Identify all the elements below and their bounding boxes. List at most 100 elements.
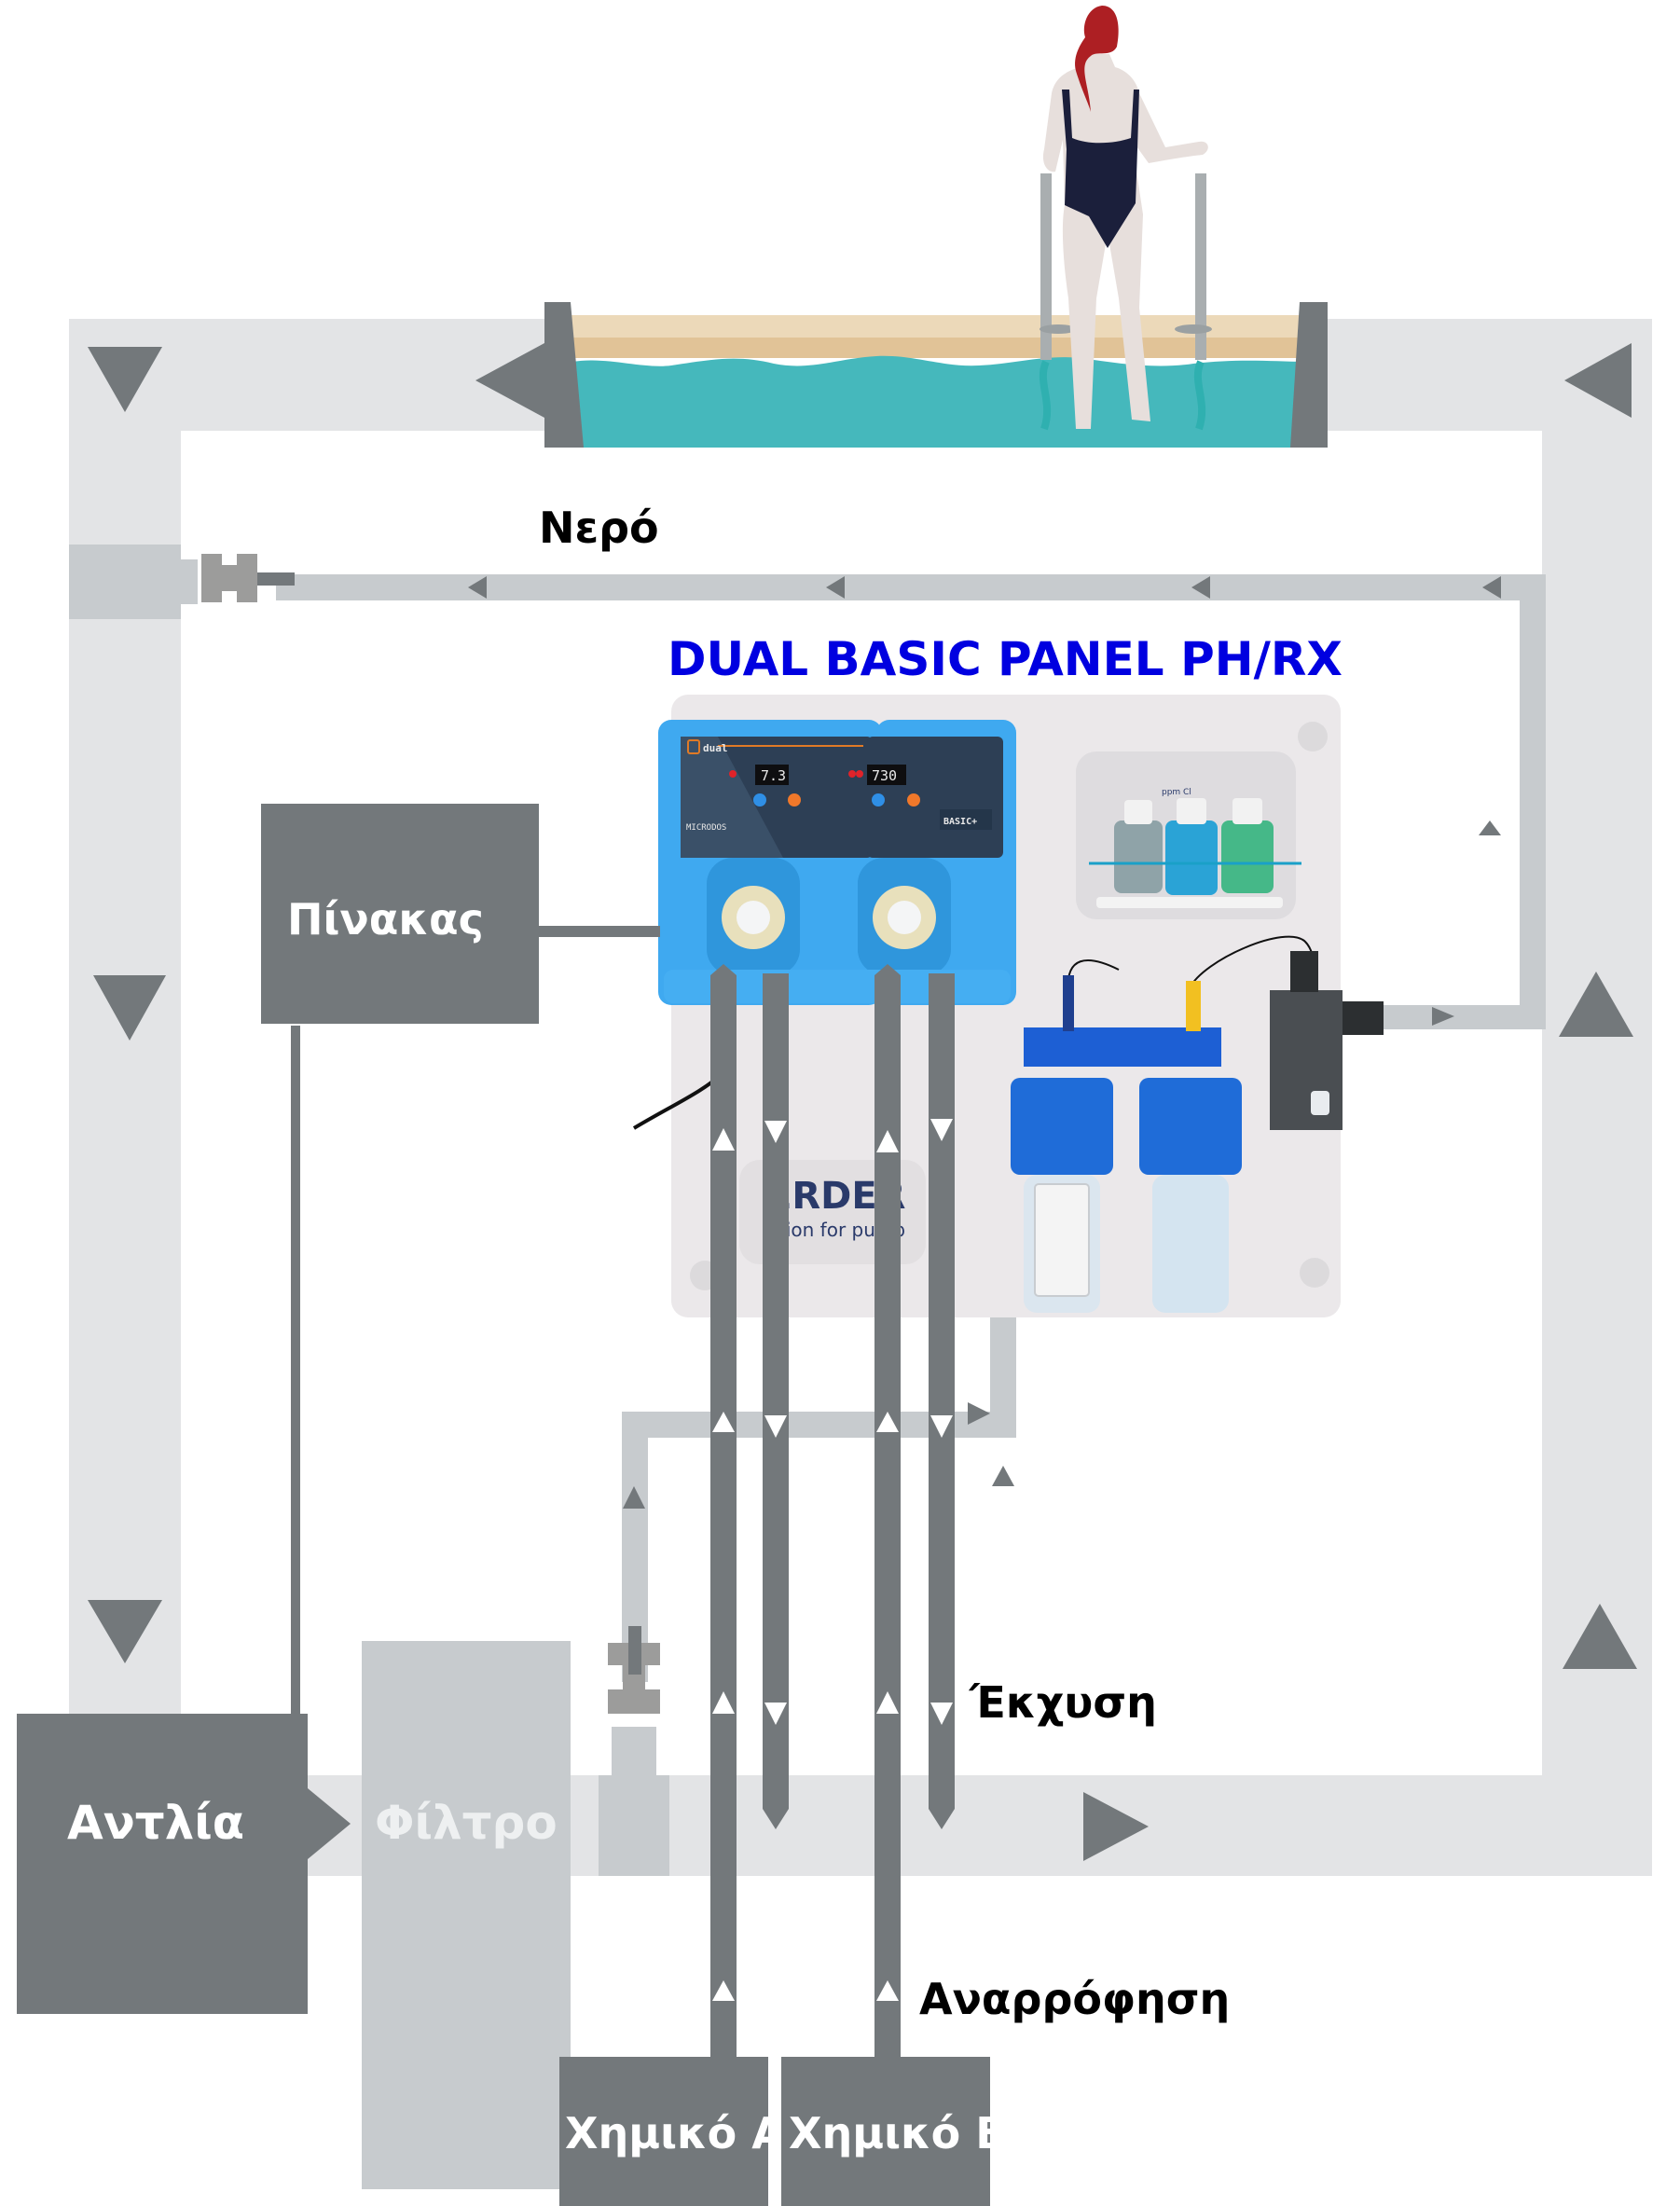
filter-b-head: [1139, 1078, 1242, 1175]
fitting-flange: [237, 554, 257, 602]
injection-tube-a: [763, 973, 789, 1829]
sample-line-bottom: [622, 1412, 1016, 1438]
ladder-rail-right: [1195, 173, 1206, 360]
suction-label: Αναρρόφηση: [919, 1974, 1230, 2024]
arrow-down-icon: [930, 1415, 953, 1438]
filter-a-cartridge: [1034, 1183, 1090, 1297]
rx-button-blue: [872, 793, 885, 807]
flow-cell-tap: [1311, 1091, 1329, 1115]
filter-block: Φίλτρο: [362, 1641, 571, 2189]
arrow-up-icon: [876, 1691, 899, 1714]
reagent-chart-label: ppm Cl: [1162, 788, 1191, 797]
model-badge-box: [940, 809, 992, 830]
sample-line-right-return: [1382, 1005, 1546, 1029]
pool-wall-left: [544, 302, 584, 448]
swimsuit: [1062, 90, 1139, 248]
sample-line-top: [276, 574, 1546, 600]
arrow-up-icon: [623, 1486, 645, 1509]
ph-display-value: 7.3: [761, 767, 786, 784]
alarm-led-rx: [856, 770, 863, 778]
arrow-up-icon: [1479, 820, 1501, 835]
fitting-body: [222, 565, 237, 591]
ladder-underwater-left: [1039, 360, 1052, 431]
swimming-pool: [544, 302, 1328, 448]
arrow-down-icon: [93, 975, 166, 1041]
flow-cell-outlet: [1343, 1001, 1384, 1035]
bottle-blue-cap: [1177, 798, 1206, 824]
bottle-grey: [1114, 820, 1163, 893]
flow-cell: [1270, 990, 1343, 1130]
chemical-b-box: [781, 2057, 990, 2206]
rx-display-value: 730: [872, 767, 897, 784]
suction-tube-a: [710, 964, 737, 2062]
chemical-a-label: Χημικό A: [565, 2108, 785, 2158]
chemical-b-block: Χημικό B: [781, 2057, 1008, 2206]
main-pipe-tap-block: [69, 545, 181, 619]
ladder-underwater-right: [1193, 360, 1206, 431]
ph-probe: [1063, 975, 1074, 1031]
arrow-down-icon: [88, 347, 162, 412]
fitting-flange: [201, 554, 222, 602]
arrow-right-icon: [968, 1402, 990, 1425]
water-label: Νερό: [539, 503, 659, 553]
pump-label: Αντλία: [67, 1796, 244, 1850]
arrow-right-icon: [1432, 1007, 1454, 1026]
sample-water-line: [69, 545, 1546, 1876]
dual-badge-icon: [687, 739, 700, 754]
mount-hole: [1300, 1258, 1329, 1288]
chemical-a-box: [559, 2057, 768, 2206]
arrow-up-icon: [1559, 972, 1633, 1037]
swimmer-hair: [1075, 6, 1119, 112]
fitting-stem: [257, 572, 295, 586]
fitting-flange: [608, 1689, 660, 1714]
bottle-green-cap: [1232, 798, 1262, 824]
ladder-base-right: [1175, 324, 1212, 334]
controller-logo: MICRODOS: [686, 823, 726, 833]
control-panel-box: [261, 804, 539, 1024]
arrow-down-icon: [930, 1119, 953, 1141]
arrow-up-icon: [712, 1128, 735, 1151]
fitting-stem: [628, 1626, 641, 1675]
injection-tube-b: [929, 973, 955, 1829]
front-panel-accent: [681, 737, 783, 858]
rx-button-orange: [907, 793, 920, 807]
pump-block: Αντλία: [17, 1714, 351, 2014]
tap-connector: [181, 559, 198, 604]
rx-probe: [1186, 981, 1201, 1031]
arrow-left-icon: [1564, 343, 1632, 418]
ph-display: [755, 765, 789, 785]
arrow-down-icon: [764, 1703, 787, 1725]
filter-box: [362, 1641, 571, 2189]
arrow-down-icon: [764, 1415, 787, 1438]
arrow-left-icon: [1191, 576, 1210, 599]
suction-tube-b: [874, 964, 901, 2062]
bottle-grey-cap: [1124, 800, 1152, 824]
bottom-tap-stub: [599, 1775, 669, 1876]
pool-wall-right: [1290, 302, 1328, 448]
sample-line-arrows: [468, 576, 1501, 1509]
arrow-left-icon: [468, 576, 487, 599]
filter-a-head: [1011, 1078, 1113, 1175]
panel-title: DUAL BASIC PANEL PH/RX: [668, 632, 1343, 686]
filter-bracket: [1024, 1027, 1221, 1067]
sample-line-right-vertical: [1520, 574, 1546, 1029]
model-badge: BASIC+: [943, 817, 977, 827]
dosing-tubes: [710, 964, 955, 2062]
bottle-green: [1221, 820, 1274, 893]
arrow-left-icon: [475, 343, 544, 418]
dosing-tube-arrows: [712, 1119, 953, 2001]
chemical-a-block: Χημικό A: [559, 2057, 785, 2206]
ph-button-orange: [788, 793, 801, 807]
rx-display: [867, 765, 906, 785]
pool-water: [572, 355, 1309, 448]
reagent-bottles: ppm Cl: [1089, 788, 1301, 908]
arrow-left-icon: [1482, 576, 1501, 599]
alarm-led-rx: [848, 770, 856, 778]
arrow-up-icon: [712, 1691, 735, 1714]
arrow-up-icon: [876, 1980, 899, 2001]
flow-cell-gland: [1290, 951, 1318, 992]
pump-head-a-hub: [737, 901, 770, 934]
arrow-down-icon: [930, 1703, 953, 1725]
probe-filter-assembly: ERDER ssion for pump: [632, 935, 1384, 1313]
